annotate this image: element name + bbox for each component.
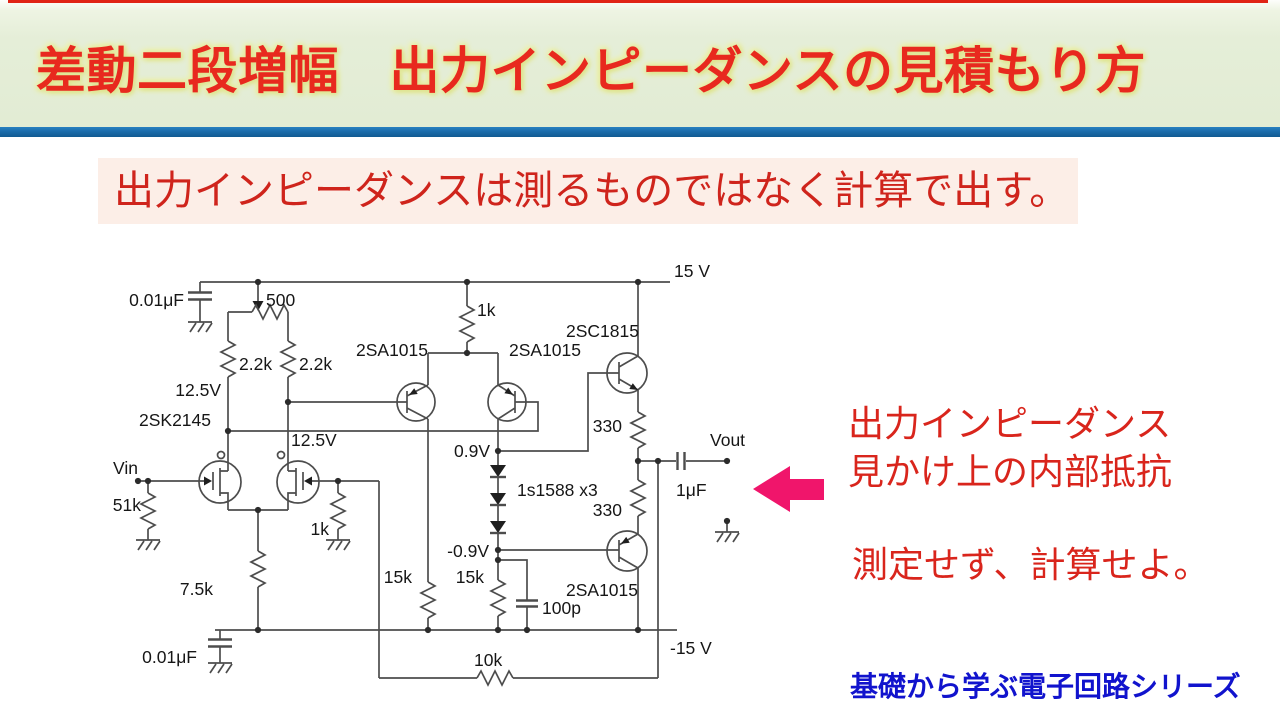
series-caption: 基礎から学ぶ電子回路シリーズ [850, 671, 1241, 702]
feedback-resistor-10k [378, 461, 659, 686]
npn-base-wire [498, 372, 619, 452]
resistor-1k-stage2 [459, 282, 475, 353]
label-vout: Vout [710, 430, 745, 450]
label-r-1k-stage2: 1k [477, 300, 496, 320]
label-r-15k-left: 15k [384, 567, 412, 587]
junction-dots [134, 278, 731, 634]
label-c-100p: 100p [542, 598, 581, 618]
label-r-330-bottom: 330 [593, 500, 622, 520]
label-v09: 0.9V [454, 441, 490, 461]
annotation-block: 出力インピーダンス 見かけ上の内部抵抗 [848, 400, 1172, 496]
label-pnp-out: 2SA1015 [566, 580, 638, 600]
label-pnp-right: 2SA1015 [509, 340, 581, 360]
label-r-330-top: 330 [593, 416, 622, 436]
gate-mark-icon [216, 450, 226, 460]
resistor-15k-mid [490, 560, 506, 630]
resistor-75k [250, 510, 266, 630]
label-r-51k: 51k [113, 495, 141, 515]
jfet-left [138, 450, 242, 510]
resistor-330-bottom [630, 461, 646, 534]
transistor-pnp-right [487, 382, 527, 451]
resistor-22k-left [220, 312, 236, 471]
resistor-1k-gate [325, 481, 351, 551]
label-pot-500: 500 [266, 290, 295, 310]
resistor-15k-left [420, 581, 436, 630]
label-supply-pos: 15 V [674, 261, 710, 281]
label-diodes: 1s1588 x3 [517, 480, 598, 500]
transistor-pnp-left [396, 382, 436, 582]
top-red-strip [8, 0, 1268, 3]
label-v125-left: 12.5V [175, 380, 221, 400]
title-banner: 差動二段増幅 出力インピーダンスの見積もり方 [0, 0, 1280, 127]
ground-icon [207, 662, 233, 674]
subtitle-box: 出力インピーダンスは測るものではなく計算で出す。 [98, 158, 1078, 224]
ground-icon [135, 539, 161, 551]
label-cap-top: 0.01μF [129, 290, 184, 310]
page-title: 差動二段増幅 出力インピーダンスの見積もり方 [36, 43, 1146, 99]
decoupling-capacitor-top [187, 282, 213, 333]
output-coupling-capacitor [638, 452, 727, 470]
diode-chain [490, 451, 506, 560]
resistor-330-top [630, 390, 646, 461]
annotation-line3: 測定せず、計算せよ。 [852, 544, 1210, 585]
ground-icon [187, 321, 213, 333]
output-ground-reference [714, 521, 740, 543]
decoupling-capacitor-bottom [207, 630, 233, 674]
highlight-arrow-icon [753, 466, 824, 512]
potentiometer-500 [228, 282, 289, 320]
label-supply-neg: -15 V [670, 638, 712, 658]
capacitor-100p [498, 559, 538, 630]
label-vin: Vin [113, 458, 138, 478]
circuit-diagram: 0.01μF 500 2.2k 2.2k 12.5V 2SK2145 12.5V… [113, 261, 745, 686]
jfet-right [276, 450, 379, 510]
subtitle-text: 出力インピーダンスは測るものではなく計算で出す。 [114, 168, 1070, 214]
power-rails [200, 281, 677, 631]
ground-icon [714, 531, 740, 543]
label-r-22k-right: 2.2k [299, 354, 332, 374]
resistor-51k [135, 481, 161, 551]
label-vm09: -0.9V [447, 541, 489, 561]
label-cap-bottom: 0.01μF [142, 647, 197, 667]
transistor-pnp-output [606, 530, 648, 630]
label-r-1k-gate: 1k [311, 519, 330, 539]
ground-icon [325, 539, 351, 551]
label-pnp-left: 2SA1015 [356, 340, 428, 360]
transistor-npn-output [606, 282, 648, 394]
label-c-1uf: 1μF [676, 480, 707, 500]
label-r-15k-mid: 15k [456, 567, 484, 587]
interstage-wires [228, 401, 539, 432]
label-2sk2145: 2SK2145 [139, 410, 211, 430]
label-r-75k: 7.5k [180, 579, 213, 599]
label-r-22k-left: 2.2k [239, 354, 272, 374]
emitter-rail [427, 352, 499, 385]
label-r-10k: 10k [474, 650, 502, 670]
resistor-22k-right [280, 312, 296, 471]
annotation-line1: 出力インピーダンス [848, 403, 1172, 444]
blue-divider [0, 127, 1280, 137]
annotation-line2: 見かけ上の内部抵抗 [848, 451, 1173, 492]
gate-mark-icon [276, 450, 286, 460]
label-npn-out: 2SC1815 [566, 321, 639, 341]
label-v125-right: 12.5V [291, 430, 337, 450]
